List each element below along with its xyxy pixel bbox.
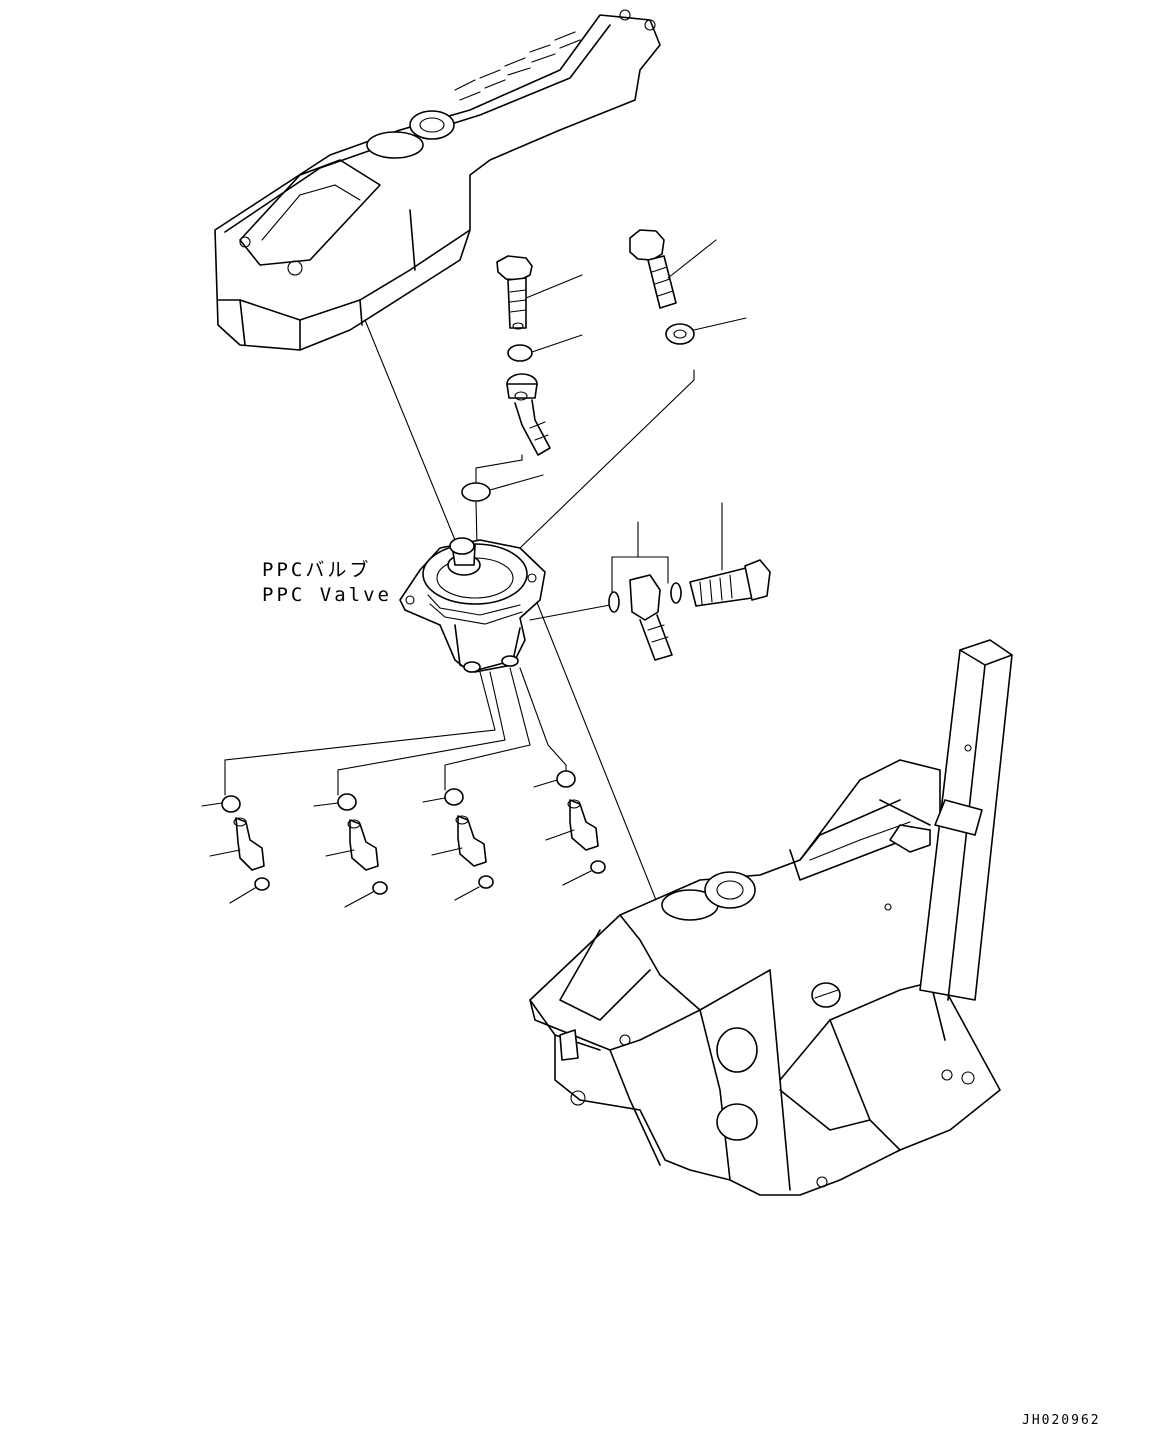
console-post (919, 639, 1013, 1001)
ppc-valve (399, 537, 546, 673)
drawing-code: JH020962 (1022, 1413, 1101, 1428)
cap-bolt (629, 229, 677, 309)
leader-line (667, 239, 717, 279)
banjo-bolt (689, 559, 771, 607)
leader-line (693, 317, 747, 331)
adapter-set-2 (313, 793, 388, 908)
ppc-valve-label-en: PPC Valve (262, 584, 392, 606)
adapter-set-1 (201, 795, 270, 904)
hose-fitting (506, 373, 551, 456)
console-box (529, 759, 1001, 1196)
console-cover (214, 9, 661, 351)
top-port (366, 131, 424, 159)
ppc-valve-label-jp: PPCバルブ (262, 559, 372, 581)
o-ring (461, 482, 491, 502)
hose-bolt (496, 255, 533, 330)
adapter-set-3 (422, 788, 494, 901)
leader-line (489, 474, 544, 491)
leader-bracket (611, 556, 669, 593)
washer (665, 323, 695, 345)
hose-fitting-right (608, 574, 682, 661)
leader-line (531, 334, 583, 353)
leader-line (525, 274, 583, 299)
adapter-set-4 (533, 770, 606, 886)
o-ring (507, 344, 533, 362)
